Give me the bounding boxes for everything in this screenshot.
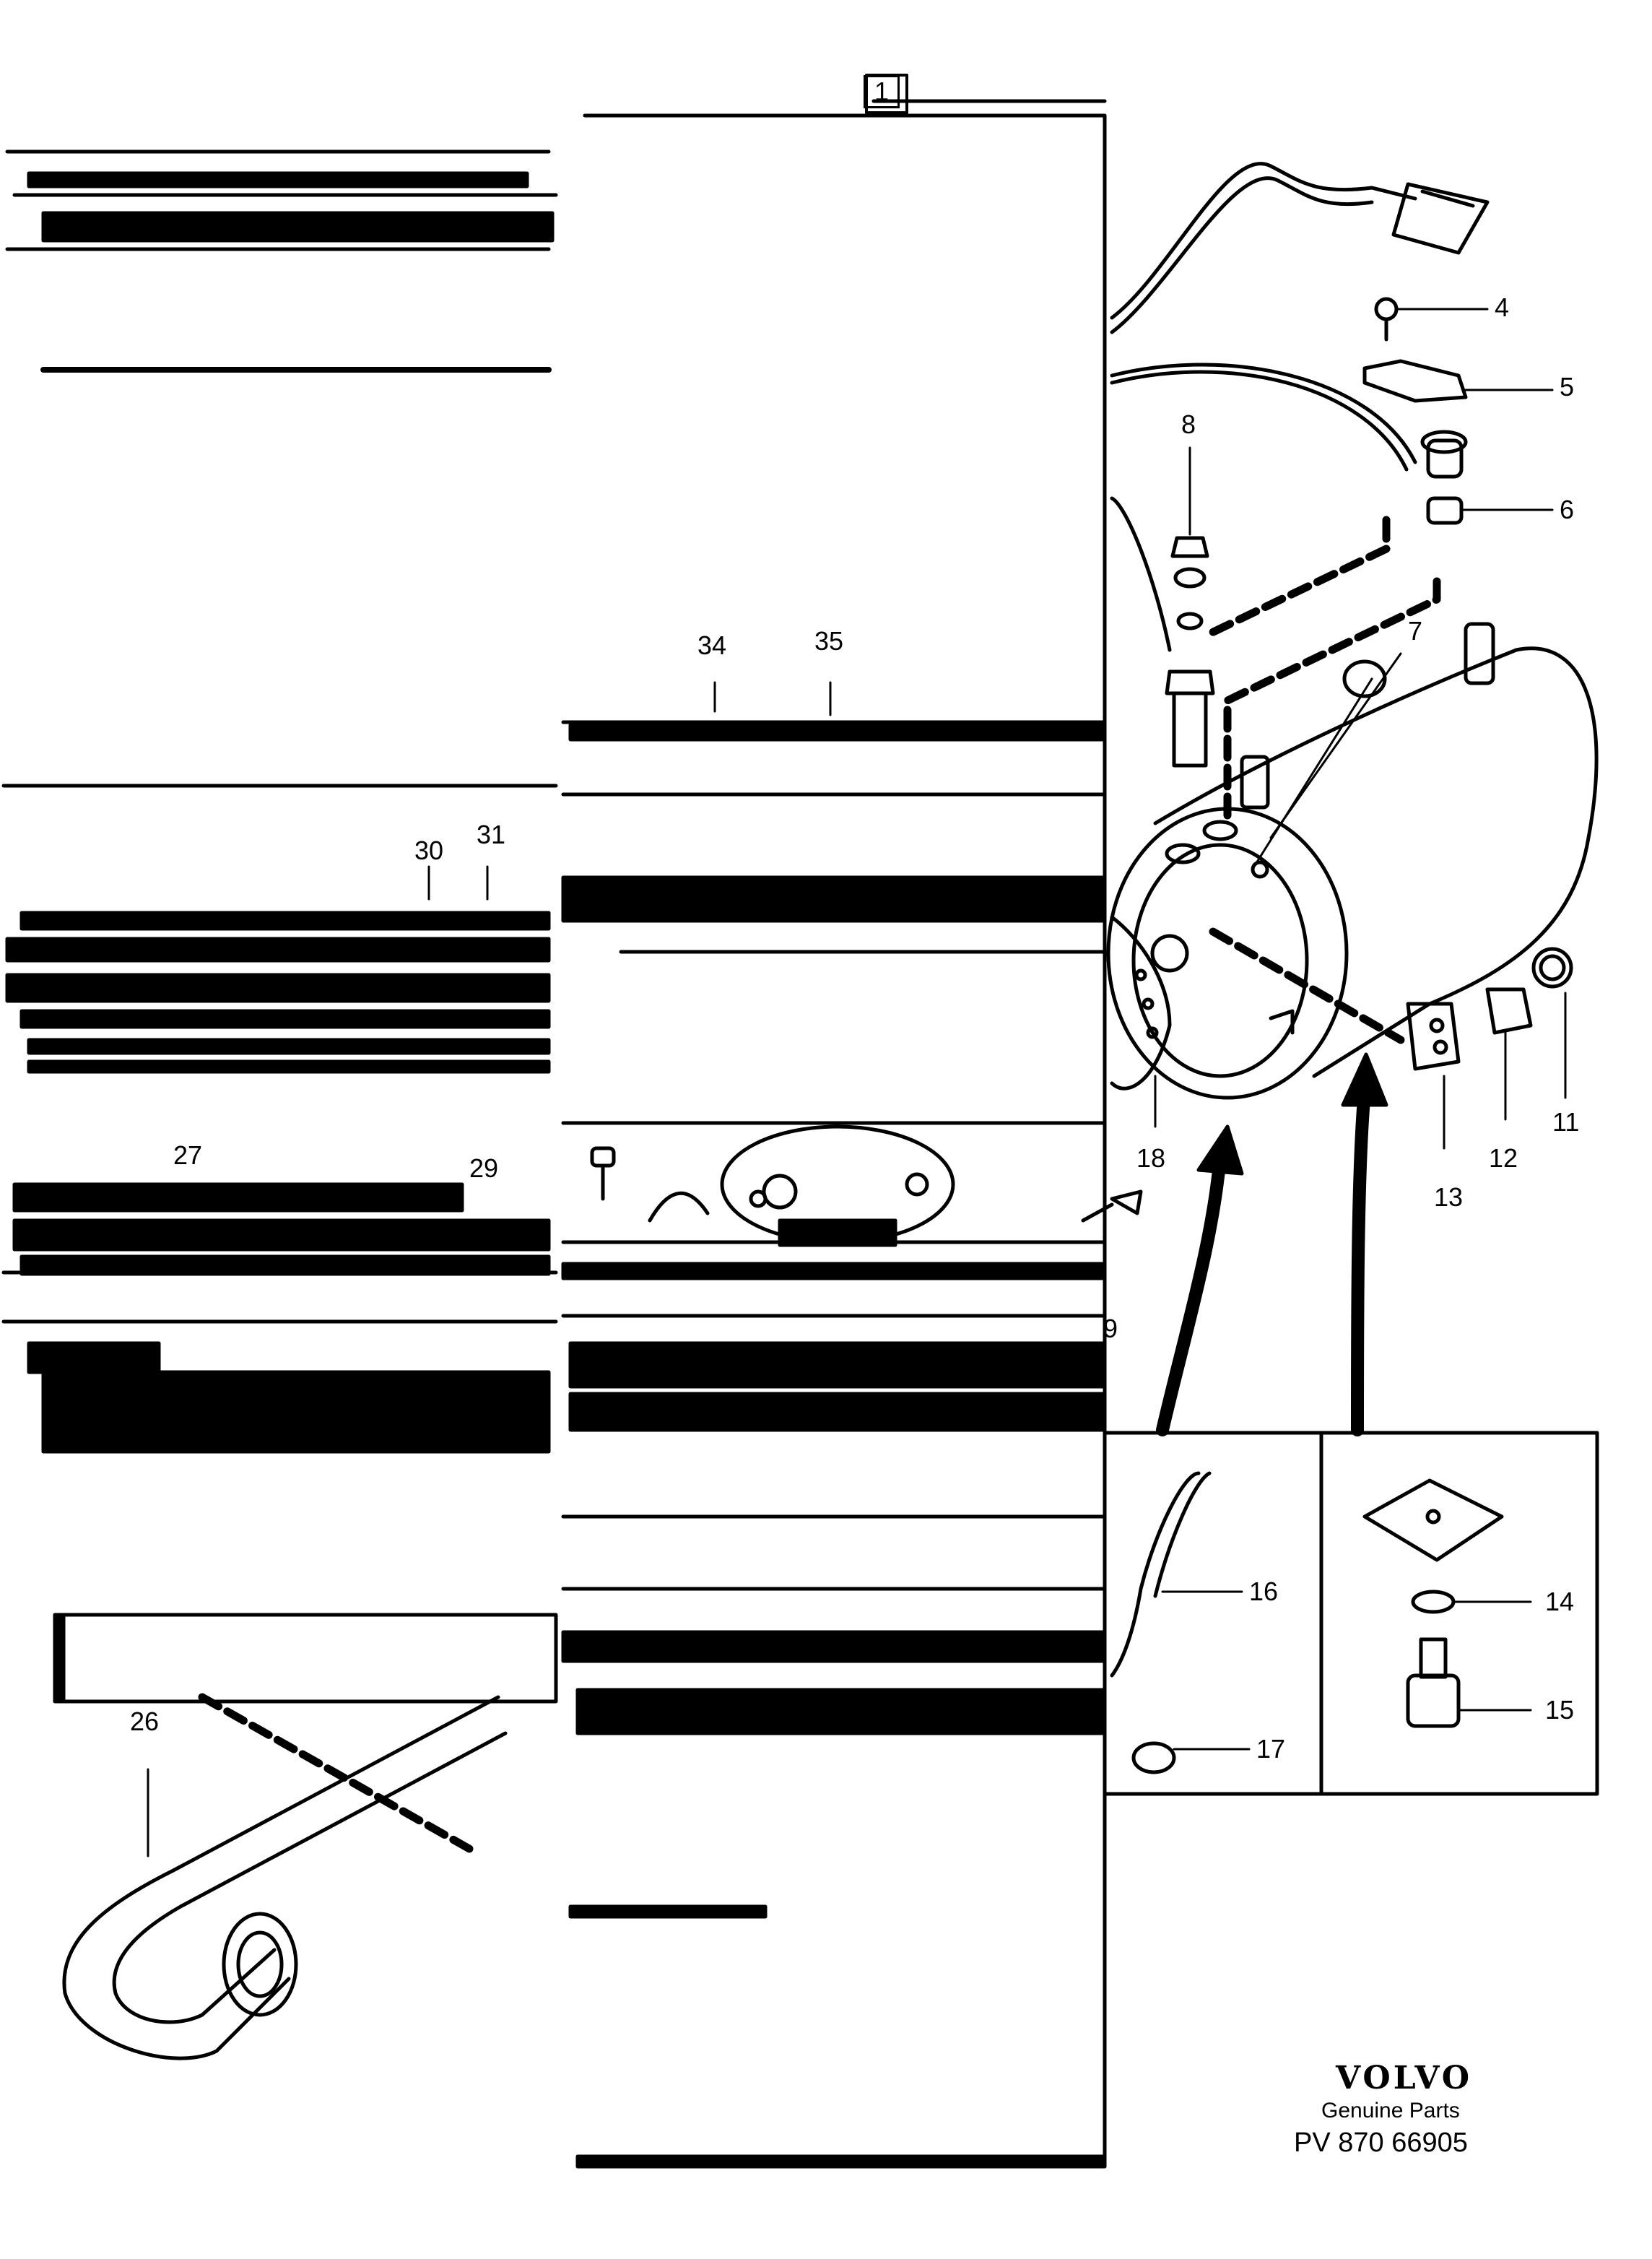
left-glitch-strips — [1, 149, 558, 1704]
callout-18: 18 — [1136, 1143, 1166, 1173]
parts-13-12-11 — [1154, 947, 1573, 1150]
harness-cable — [1110, 162, 1490, 472]
callout-34: 34 — [697, 630, 727, 660]
bolt-29-screw-9 — [590, 1146, 1143, 1223]
callout-5: 5 — [1560, 372, 1575, 402]
center-glitch-strips — [561, 74, 1107, 2169]
callout-29: 29 — [469, 1153, 499, 1183]
callout-15: 15 — [1545, 1695, 1575, 1725]
callout-17: 17 — [1256, 1734, 1286, 1764]
callout-13: 13 — [1434, 1182, 1464, 1212]
callout-26: 26 — [130, 1707, 160, 1736]
callout-11: 11 — [1552, 1107, 1580, 1137]
callout-30: 30 — [414, 836, 444, 865]
screw-4-bracket-5 — [1362, 297, 1554, 403]
brand-tagline: Genuine Parts — [1321, 2099, 1460, 2123]
bent-pipe-26 — [62, 1695, 508, 2060]
dashed-leaders — [198, 516, 1441, 1853]
callout-6: 6 — [1560, 495, 1575, 524]
flange-fragment — [648, 1124, 955, 1247]
sender-8 — [1110, 446, 1215, 768]
part-number: PV 870 66905 — [1294, 2128, 1468, 2158]
callout-12: 12 — [1489, 1143, 1518, 1173]
heater-tank — [1106, 622, 1599, 1100]
callout-14: 14 — [1545, 1587, 1575, 1616]
callout-4: 4 — [1495, 292, 1510, 322]
detail-boxes — [1103, 1431, 1599, 1796]
callout-35: 35 — [814, 626, 844, 656]
callout-7: 7 — [1408, 616, 1423, 646]
cap-6 — [1420, 430, 1554, 525]
callout-8: 8 — [1181, 409, 1196, 439]
callout-31: 31 — [477, 820, 506, 849]
detail-arrows — [1156, 1052, 1388, 1436]
frame-label: 1 — [864, 75, 900, 108]
callout-27: 27 — [173, 1140, 203, 1170]
label-leaders — [427, 652, 1402, 901]
callout-16: 16 — [1249, 1577, 1279, 1606]
brand-logo: VOLVO — [1336, 2060, 1473, 2097]
callout-9: 9 — [1103, 1314, 1118, 1343]
